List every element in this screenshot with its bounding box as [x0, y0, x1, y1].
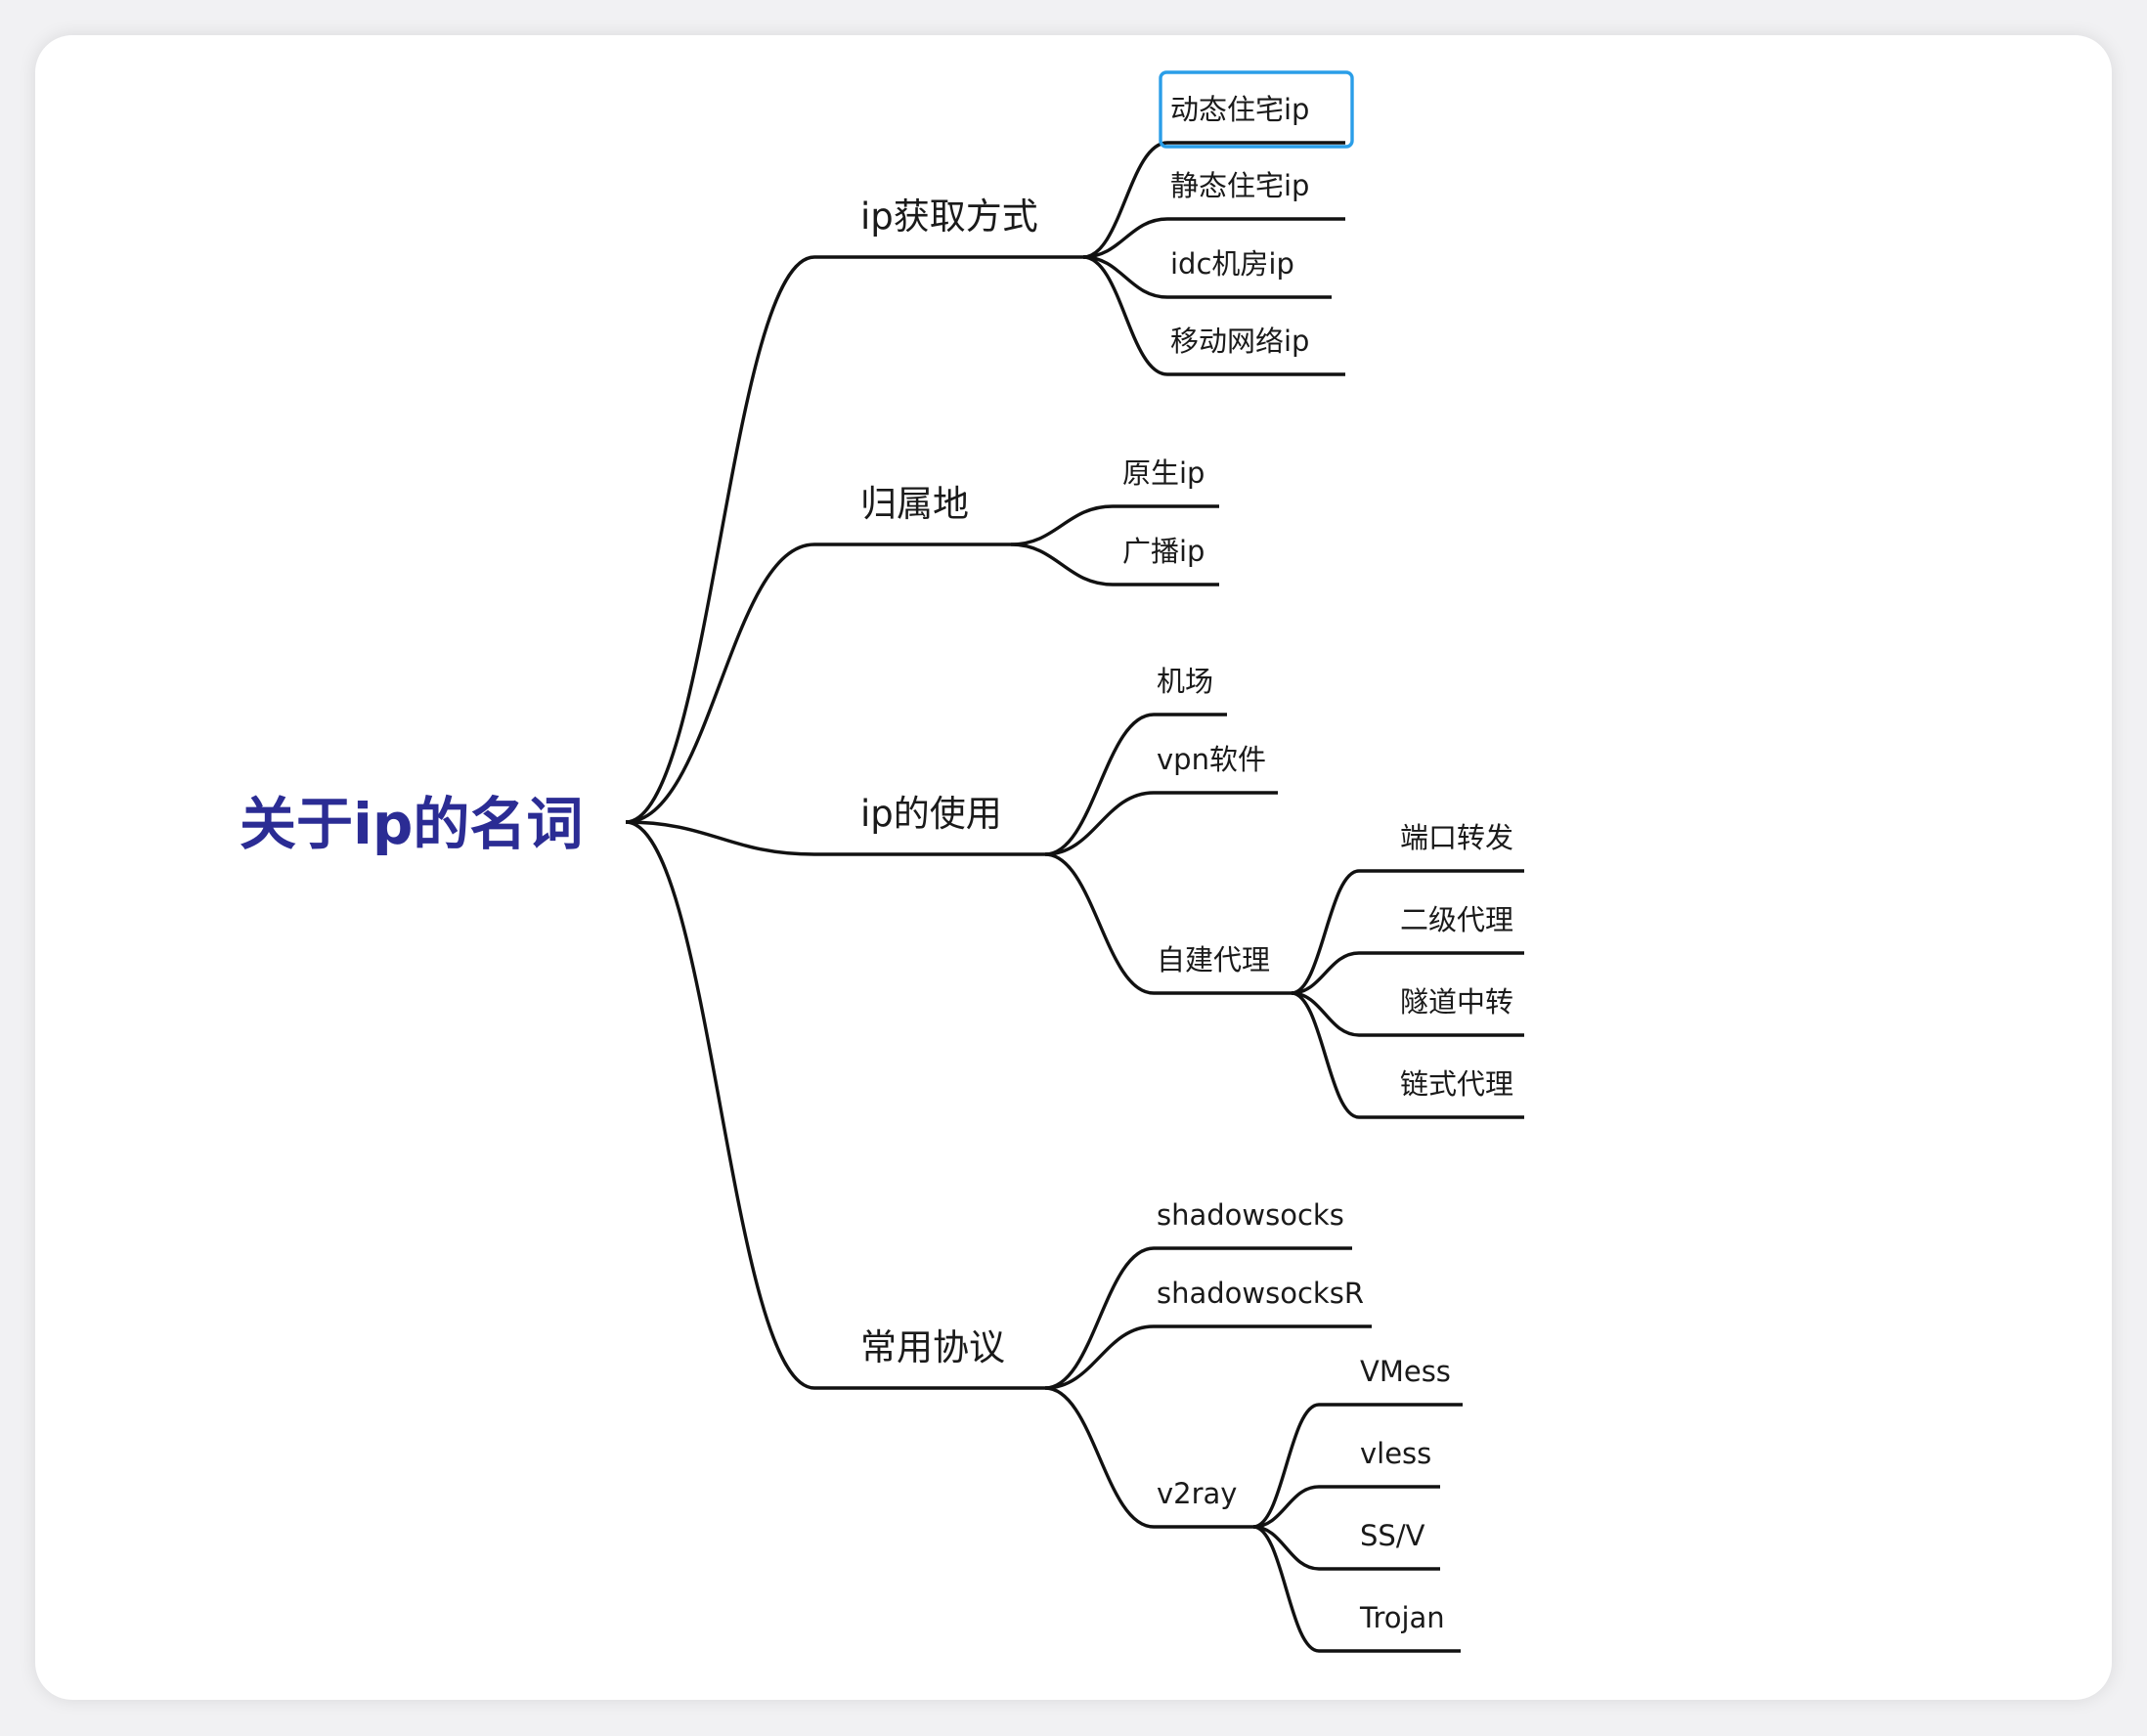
- child-node[interactable]: shadowsocks: [1157, 1198, 1344, 1232]
- connector-root-branch: [625, 542, 815, 824]
- connector-child-grandchild: [1291, 991, 1360, 1037]
- grandchild-node[interactable]: 链式代理: [1400, 1067, 1513, 1101]
- root-node[interactable]: 关于ip的名词: [240, 791, 583, 857]
- child-node[interactable]: vpn软件: [1157, 743, 1266, 776]
- grandchild-node[interactable]: vless: [1360, 1437, 1431, 1470]
- connectors: [625, 141, 1524, 1653]
- connector-branch-child: [1044, 1386, 1155, 1529]
- branch-node[interactable]: ip的使用: [860, 793, 1002, 835]
- connector-root-branch: [625, 255, 815, 824]
- child-node[interactable]: 静态住宅ip: [1170, 169, 1309, 202]
- connector-child-grandchild: [1252, 1525, 1320, 1571]
- child-node[interactable]: shadowsocksR: [1157, 1277, 1364, 1310]
- nodes: 关于ip的名词 ip获取方式 动态住宅ip 静态住宅ip idc机房ip 移动网络ip 归属…: [240, 70, 1513, 1634]
- connector-branch-child: [1082, 217, 1168, 259]
- grandchild-node[interactable]: 隧道中转: [1400, 985, 1513, 1019]
- connector-child-grandchild: [1252, 1403, 1320, 1529]
- connector-branch-child: [1082, 255, 1168, 376]
- connector-branch-child: [1044, 791, 1155, 856]
- grandchild-node[interactable]: VMess: [1360, 1355, 1451, 1388]
- grandchild-node[interactable]: Trojan: [1359, 1601, 1445, 1634]
- child-node[interactable]: 原生ip: [1122, 456, 1205, 490]
- grandchild-node[interactable]: 二级代理: [1400, 903, 1513, 936]
- child-node[interactable]: 动态住宅ip: [1170, 93, 1309, 126]
- connector-branch-child: [1044, 713, 1155, 856]
- child-node[interactable]: 机场: [1157, 665, 1213, 698]
- connector-child-grandchild: [1291, 991, 1360, 1119]
- connector-branch-child: [1010, 504, 1114, 546]
- child-node[interactable]: v2ray: [1157, 1477, 1237, 1510]
- connector-branch-child: [1010, 542, 1114, 586]
- connector-root-branch: [625, 820, 815, 856]
- connector-branch-child: [1044, 1324, 1155, 1390]
- grandchild-node[interactable]: SS/V: [1360, 1519, 1425, 1552]
- connector-branch-child: [1044, 1246, 1155, 1390]
- child-node[interactable]: 自建代理: [1157, 943, 1270, 976]
- branch-node[interactable]: ip获取方式: [860, 195, 1038, 238]
- connector-branch-child: [1082, 255, 1168, 299]
- branch-node[interactable]: 常用协议: [860, 1326, 1005, 1368]
- selected-node-outline: [1159, 70, 1354, 149]
- branch-node[interactable]: 归属地: [860, 483, 969, 525]
- child-node[interactable]: 移动网络ip: [1170, 325, 1309, 358]
- connector-child-grandchild: [1252, 1525, 1320, 1653]
- grandchild-node[interactable]: 端口转发: [1400, 821, 1513, 854]
- child-node[interactable]: 广播ip: [1122, 535, 1205, 568]
- child-node[interactable]: idc机房ip: [1170, 247, 1294, 281]
- connector-root-branch: [625, 820, 815, 1390]
- connector-child-grandchild: [1252, 1485, 1320, 1529]
- connector-branch-child: [1082, 141, 1168, 259]
- canvas-card: [35, 35, 2112, 1700]
- connector-child-grandchild: [1291, 869, 1360, 995]
- connector-branch-child: [1044, 852, 1155, 995]
- connector-child-grandchild: [1291, 951, 1360, 995]
